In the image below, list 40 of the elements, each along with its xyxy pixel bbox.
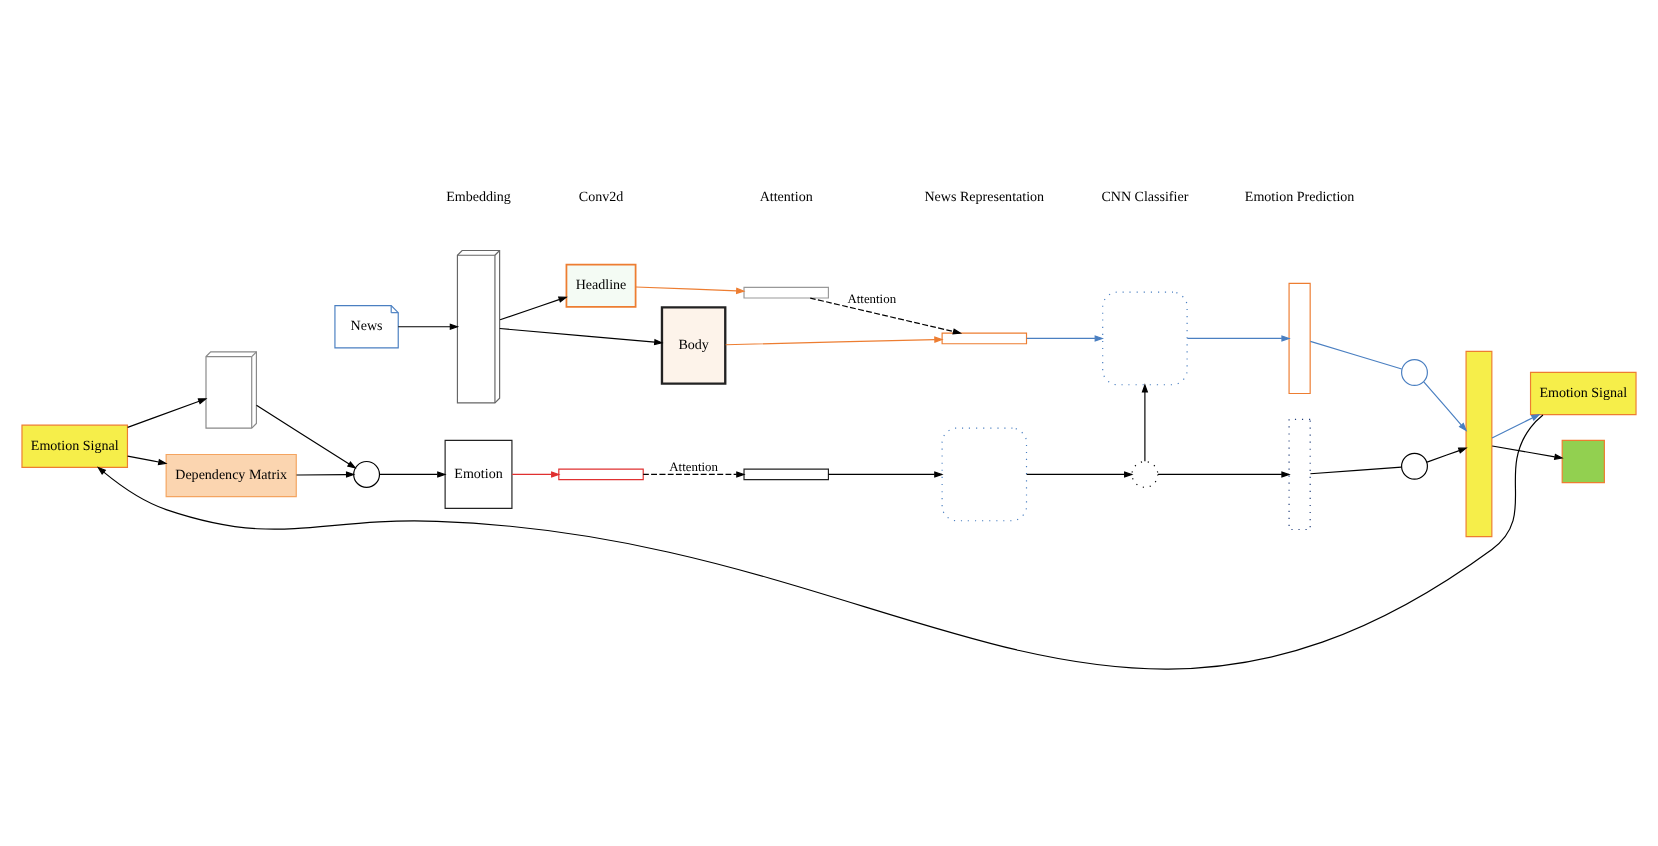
- arrow: [1141, 383, 1149, 462]
- node-bar: [1465, 350, 1493, 538]
- arrow: [1426, 447, 1468, 463]
- node-circle: [353, 460, 381, 488]
- node-circle: [1401, 452, 1428, 480]
- arrow: [499, 327, 664, 346]
- arrow: [642, 471, 746, 478]
- arrow: [635, 286, 746, 295]
- connector: [1309, 466, 1402, 475]
- arrow: [1491, 413, 1541, 439]
- node-circle: [1401, 358, 1428, 386]
- arrow: [1491, 445, 1564, 460]
- node-bar: [558, 468, 644, 481]
- node-bar: [743, 468, 829, 481]
- arrow: [378, 471, 447, 478]
- arrow: [1026, 471, 1134, 478]
- arrow: [725, 336, 944, 346]
- node-box: [1102, 291, 1188, 386]
- arrow: [827, 471, 944, 478]
- arrow: [1026, 335, 1104, 342]
- node-circle: [1131, 460, 1159, 488]
- arrow: [1157, 471, 1291, 478]
- connector: [1309, 340, 1403, 370]
- arrow: [127, 455, 168, 466]
- node-bar: [941, 332, 1028, 345]
- arrow: [255, 404, 357, 469]
- node-bar: [743, 286, 829, 299]
- node-bar: [1288, 282, 1311, 395]
- arrow: [127, 398, 208, 428]
- node-box: [1561, 439, 1605, 484]
- arrow: [295, 471, 356, 478]
- arrow: [397, 323, 460, 330]
- node-box: [941, 427, 1028, 522]
- arrow: [97, 414, 1544, 670]
- arrow: [1423, 381, 1468, 432]
- arrow: [809, 297, 963, 335]
- arrow: [1186, 335, 1291, 342]
- arrow: [511, 471, 561, 478]
- node-bar: [1288, 418, 1311, 531]
- arrow: [499, 296, 568, 321]
